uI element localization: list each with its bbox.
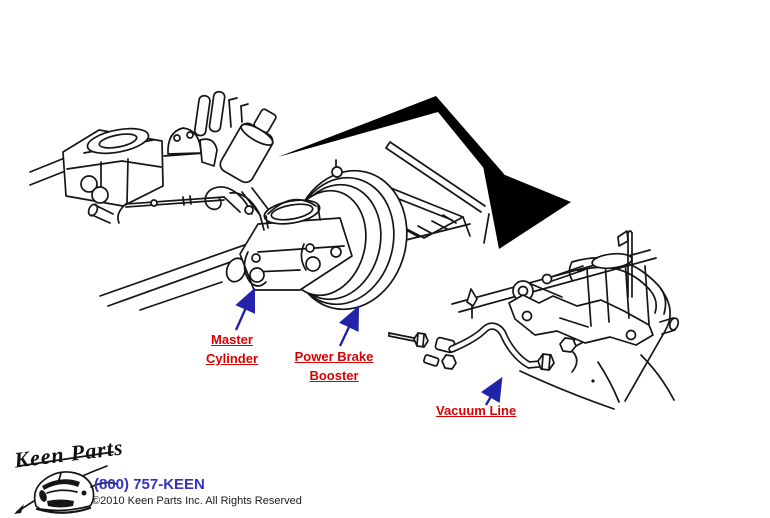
cowl-panel-drawing <box>355 141 490 244</box>
callout-arrow-power-brake-booster <box>338 305 360 347</box>
label-power-brake-booster[interactable]: Power Brake Booster <box>294 349 374 383</box>
callout-arrow-master-cylinder <box>234 287 256 331</box>
label-master-cylinder[interactable]: Master Cylinder <box>205 332 258 366</box>
label-vacuum-line[interactable]: Vacuum Line <box>436 403 517 418</box>
corvette-car-sketch-icon <box>14 451 118 514</box>
master-cylinder-drawing <box>225 198 353 291</box>
vacuum-line-drawing <box>388 230 680 410</box>
engine-drawing <box>62 90 277 231</box>
phone-number: (800) 757-KEEN <box>94 476 205 493</box>
copyright-text: ©2010 Keen Parts Inc. All Rights Reserve… <box>92 495 302 507</box>
callout-arrow-vacuum-line <box>480 376 503 406</box>
flow-arrow-icon <box>278 96 571 249</box>
callout-arrows <box>234 287 503 406</box>
